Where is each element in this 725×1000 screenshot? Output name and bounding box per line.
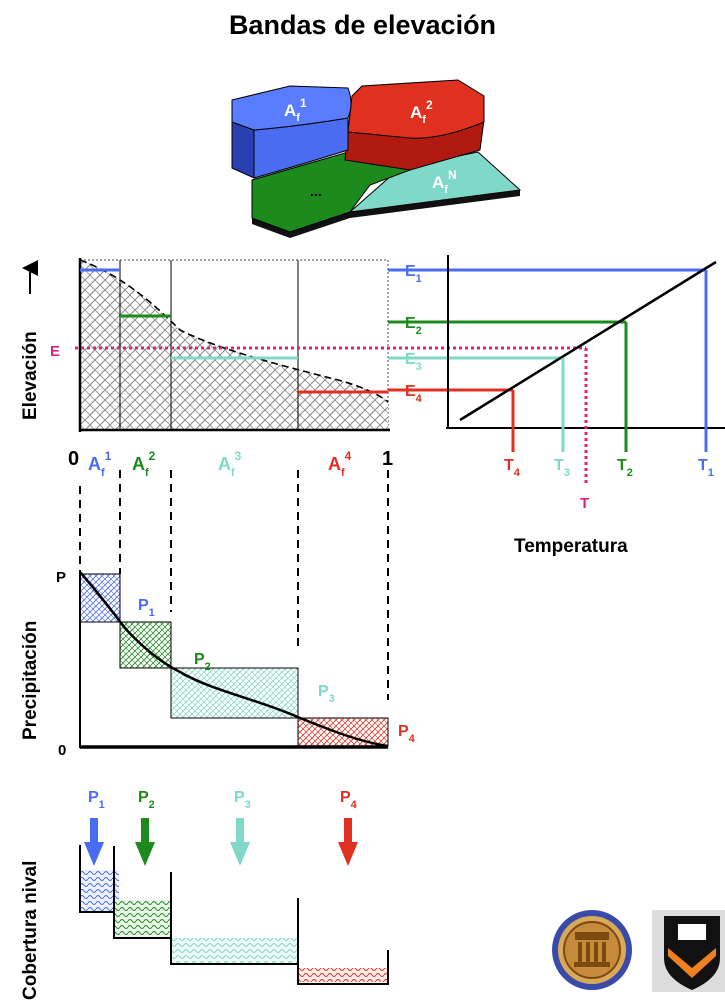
precip-zero-label: 0: [58, 742, 66, 759]
mean-temperature-label: T: [580, 495, 589, 512]
block-label-middle: ...: [310, 183, 322, 199]
mean-elevation-label: E: [50, 343, 60, 360]
snow-fill-1: [81, 870, 119, 912]
snow-bucket-outline: [79, 845, 389, 985]
hypsometric-area-fill: [80, 260, 388, 430]
block-band-1-top: [231, 85, 352, 131]
snow-arrow-3: [230, 818, 250, 866]
block-base-side: [252, 190, 520, 238]
x-axis-one: 1: [382, 448, 393, 470]
precip-curve: [79, 571, 389, 748]
elevation-label-3: E3: [405, 351, 422, 373]
block-band-1-side: [231, 121, 255, 179]
area-label-1: Af1: [88, 449, 112, 479]
elevation-label-2: E2: [405, 315, 422, 337]
temperature-panel: T4 T3 T2 T1 T Temperatura: [446, 255, 725, 557]
snow-arrow-1: [84, 818, 104, 866]
snow-label-4: P4: [340, 789, 358, 811]
precip-y-label: Precipitación: [20, 621, 41, 740]
area-label-2: Af2: [132, 449, 156, 479]
lapse-rate-line: [459, 260, 717, 422]
elevation-label-1: E1: [405, 263, 422, 285]
elevation-block-3d: Af1 Af2 AfN ...: [231, 79, 522, 238]
university-shield-icon: [652, 910, 725, 992]
hypsometric-curve: [79, 259, 389, 403]
snow-fill-2: [114, 900, 170, 938]
precip-label-4: P4: [398, 723, 416, 745]
block-band-2-top: [347, 79, 485, 139]
area-label-3: Af3: [218, 449, 242, 479]
hypsometric-y-label: Elevación: [20, 331, 41, 420]
snow-label-3: P3: [234, 789, 251, 811]
precip-label-1: P1: [138, 597, 155, 619]
snow-fill-3: [172, 938, 298, 964]
area-label-4: Af4: [328, 449, 352, 479]
snow-fill-4: [299, 968, 388, 982]
block-label-band-n: AfN: [432, 168, 457, 196]
precip-label-3: P3: [318, 683, 335, 705]
temperature-label-2: T3: [554, 457, 570, 479]
precip-band-2: [119, 621, 172, 669]
precip-max-label: P: [56, 569, 66, 586]
elevation-label-4: E4: [405, 383, 423, 405]
temperature-label-4: T1: [698, 457, 714, 479]
snow-arrow-4: [338, 818, 358, 866]
block-label-band-1: Af1: [284, 96, 307, 124]
snow-label-1: P1: [88, 789, 105, 811]
precip-label-2: P2: [194, 651, 211, 673]
university-seal-icon: [552, 910, 632, 990]
snow-arrow-2: [135, 818, 155, 866]
snow-label-2: P2: [138, 789, 155, 811]
x-axis-zero: 0: [68, 448, 79, 470]
figure-title: Bandas de elevación: [228, 10, 497, 40]
temperature-label-3: T2: [617, 457, 633, 479]
snow-cover-panel: Cobertura nival P1 P2 P3 P4: [20, 789, 389, 1000]
snow-y-label: Cobertura nival: [20, 861, 41, 1000]
temperature-x-label: Temperatura: [514, 536, 628, 557]
temperature-label-1: T4: [504, 457, 521, 479]
block-label-band-2: Af2: [410, 98, 433, 126]
